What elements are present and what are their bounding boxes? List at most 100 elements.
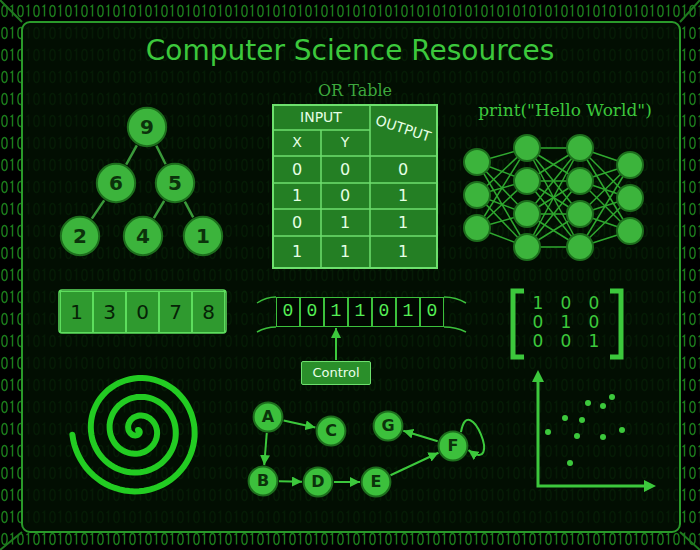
arrow-edge [279,480,302,482]
graph-node: E [361,467,391,497]
table-body [273,105,437,268]
graph-node: C [316,416,346,446]
tree-node: 5 [155,163,195,203]
node-label: 1 [355,302,366,322]
neuron [567,135,593,161]
matrix-entry: 1 [589,332,600,351]
node-label: D [311,473,324,491]
node-circle [362,468,391,497]
arrow-edge [403,431,437,442]
data-point [619,427,625,433]
tape-cell: 1 [348,297,372,327]
data-point [574,433,580,439]
matrix-entry: 0 [589,313,600,332]
code-snippet: print("Hello World") [478,101,652,120]
table-cell: 1 [340,214,350,232]
neuron [567,201,593,227]
array-cell: 3 [93,291,126,333]
node-label: 3 [103,301,116,323]
tree-node: 6 [96,163,136,203]
data-point [567,460,573,466]
matrix-entry: 0 [589,294,600,313]
node-label: C [325,422,337,440]
table-header: INPUT [300,110,342,125]
matrix-entry: 0 [533,332,544,351]
node-label: E [371,473,382,491]
table-heading: OR Table [318,81,392,101]
data-point [562,415,568,421]
panel-binary [24,24,678,530]
arrow-edge [284,420,316,427]
plot-axes [538,380,646,486]
node-label: 1 [196,225,210,247]
neuron [617,152,643,178]
scatter-points [545,394,625,466]
tree-edge [156,146,165,164]
tree-node: 2 [60,216,100,256]
node-circle [97,164,135,202]
neuron [514,168,540,194]
node-label: 1 [403,302,414,322]
node-label: F [448,437,459,455]
node-circle [317,417,346,446]
table-rules [273,105,437,268]
main-panel [22,22,680,532]
neuron [514,234,540,260]
arrow-edge [334,481,360,483]
tape-cell: 0 [420,297,444,327]
graph-node: A [253,402,283,432]
table-cell: 0 [340,161,350,179]
arrow-edge [335,328,337,360]
neuron [617,218,643,244]
node-label: 4 [136,225,150,247]
node-label: 0 [136,301,149,323]
matrix-entry: 0 [561,294,572,313]
axis-arrowhead [644,480,656,492]
array-cell: 0 [126,291,159,333]
graph-node: F [438,431,468,461]
node-label: Control [313,366,360,380]
tree-edge [185,202,193,218]
node-label: 8 [202,301,215,323]
scatter-plot [532,370,656,492]
tape-cell: 1 [396,297,420,327]
tape-ends [257,297,466,332]
neuron [464,149,490,175]
arrow-edge [264,433,267,465]
tree-node: 1 [183,216,223,256]
data-point [545,429,551,435]
matrix-entry: 1 [533,294,544,313]
node-label: 0 [379,302,390,322]
tree-edge [154,201,164,218]
table-cell: 1 [398,187,408,205]
node-circle [439,432,468,461]
neural-network [464,135,643,260]
node-label: 5 [168,172,182,194]
matrix-entry: 0 [533,313,544,332]
tape-cell: 0 [276,297,300,327]
tree-edge [126,145,137,164]
node-circle [61,217,99,255]
array-cell: 1 [60,291,93,333]
neuron [617,185,643,211]
graph-node: G [373,411,403,441]
tree-node: 4 [123,216,163,256]
graph-node: D [303,467,333,497]
node-label: G [381,417,394,435]
node-label: 1 [70,301,83,323]
node-label: 2 [73,225,87,247]
tree-edge [92,200,104,218]
neuron [567,168,593,194]
data-point [585,400,591,406]
tape-cell: 1 [324,297,348,327]
neuron [567,234,593,260]
array-cell: 7 [159,291,192,333]
table-cell: 1 [398,243,408,261]
node-label: 6 [109,172,123,194]
table-cell: 0 [398,161,408,179]
spiral [72,378,194,491]
network-link [527,148,580,247]
